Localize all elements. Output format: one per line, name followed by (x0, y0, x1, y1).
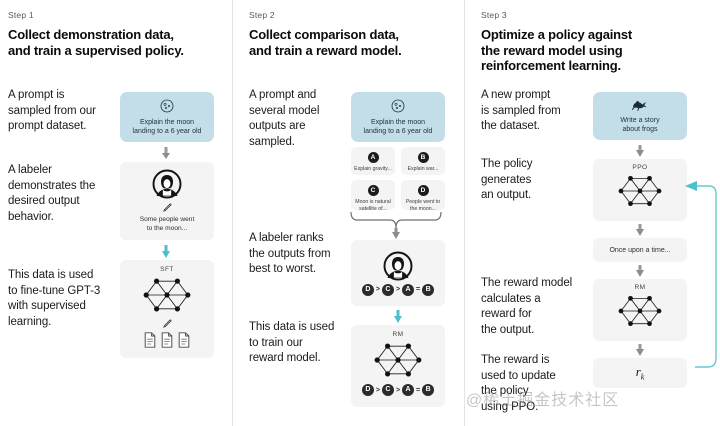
ppo-policy-card[interactable]: PPO (593, 159, 687, 221)
step-title-1: Collect demonstration data, and train a … (8, 27, 184, 58)
reward-model-card-3[interactable]: RM (593, 279, 687, 341)
step-label-3: Step 3 (481, 10, 507, 20)
neural-network-icon (616, 292, 664, 330)
prompt-card-3-text: Write a story about frogs (620, 117, 660, 133)
step-label-2: Step 2 (249, 10, 275, 20)
moon-icon (159, 98, 175, 114)
neural-network-icon (141, 274, 193, 316)
rm-model-card[interactable]: RM D > C > A = (351, 325, 445, 407)
output-text-b: Explain war... (407, 166, 439, 172)
document-icon (143, 332, 191, 348)
output-card-b[interactable]: B Explain war... (401, 147, 445, 175)
prompt-card-2[interactable]: Explain the moon landing to a 6 year old (351, 92, 445, 142)
arrow-down-teal-1 (161, 245, 171, 258)
labeler-rank-card[interactable]: D > C > A = B (351, 240, 445, 306)
rm-rank-op-3: = (416, 386, 421, 394)
rm-rank-badge-2: C (381, 384, 394, 396)
paragraph-3-1: A new prompt is sampled from the dataset… (481, 89, 561, 132)
neural-network-icon (372, 339, 424, 381)
step-title-3: Optimize a policy against the reward mod… (481, 27, 633, 73)
rm-rank-op-2: > (395, 386, 401, 394)
prompt-card-2-text: Explain the moon landing to a 6 year old (363, 119, 433, 135)
column-step-1: Step 1 Collect demonstration data, and t… (0, 0, 232, 426)
paragraph-1-1: A prompt is sampled from our prompt data… (8, 89, 96, 132)
paragraph-3-2: The policy generates an output. (481, 158, 533, 201)
output-text-a: Explain gravity... (354, 166, 392, 172)
step-label-1: Step 1 (8, 10, 34, 20)
paragraph-2-1: A prompt and several model outputs are s… (249, 89, 320, 148)
watermark: @稀土掘金技术社区 (466, 392, 620, 409)
rm-rank-badge-3: A (402, 384, 415, 396)
pencil-icon (162, 318, 173, 329)
arrow-down-gray-3b (635, 224, 645, 236)
paragraph-3-4: The reward is used to update the policy … (481, 354, 556, 413)
prompt-card-3[interactable]: Write a story about frogs (593, 92, 687, 140)
rank-badge-4: B (422, 283, 435, 296)
labeler-avatar-icon (383, 251, 413, 281)
output-card-c[interactable]: C Moon is natural satellite of... (351, 180, 395, 212)
arrow-down-gray-3c (635, 265, 645, 277)
output-text-d: People went to the moon... (405, 199, 441, 212)
neural-network-icon (616, 172, 664, 210)
rank-op-1: > (375, 286, 380, 293)
rank-badge-1: D (361, 283, 374, 296)
sft-label: SFT (160, 266, 174, 273)
ranking-row-rm: D > C > A = B (361, 384, 435, 396)
prompt-card-1-text: Explain the moon landing to a 6 year old (132, 119, 202, 135)
rank-op-2: > (395, 286, 401, 293)
rm-rank-badge-1: D (361, 384, 374, 396)
output-text-c: Moon is natural satellite of... (355, 199, 391, 212)
arrow-down-gray-3a (635, 145, 645, 157)
reward-symbol: r (635, 364, 641, 380)
rank-badge-2: C (381, 283, 394, 296)
output-badge-d: D (417, 185, 429, 196)
prompt-card-1[interactable]: Explain the moon landing to a 6 year old (120, 92, 214, 142)
arrow-down-teal-2 (393, 310, 403, 323)
reward-value-formula: rk (636, 364, 645, 382)
pencil-icon (162, 202, 173, 213)
reward-subscript: k (640, 372, 645, 382)
output-badge-b: B (417, 152, 429, 163)
rm-label: RM (392, 331, 404, 338)
rm-rank-op-1: > (375, 386, 380, 394)
column-step-3: Step 3 Optimize a policy against the rew… (464, 0, 720, 426)
rm-rank-badge-4: B (422, 384, 435, 396)
feedback-arrow-icon (677, 178, 720, 378)
output-card-a[interactable]: A Explain gravity... (351, 147, 395, 175)
column-step-2: Step 2 Collect comparison data, and trai… (232, 0, 464, 426)
output-badge-c: C (367, 185, 379, 196)
moon-icon (390, 98, 406, 114)
rank-op-3: = (416, 286, 421, 293)
paragraph-3-3: The reward model calculates a reward for… (481, 277, 573, 336)
step-title-2: Collect comparison data, and train a rew… (249, 27, 402, 58)
paragraph-2-3: This data is used to train our reward mo… (249, 321, 335, 364)
rank-badge-3: A (402, 283, 415, 296)
labeler-card-1[interactable]: Some people went to the moon... (120, 162, 214, 240)
ppo-label: PPO (632, 164, 648, 171)
reward-value-card[interactable]: rk (593, 358, 687, 388)
labeler-card-1-text: Some people went to the moon... (139, 216, 195, 232)
policy-output-card[interactable]: Once upon a time... (593, 238, 687, 262)
rm-label-3: RM (634, 284, 646, 291)
sft-model-card[interactable]: SFT (120, 260, 214, 358)
arrow-down-gray-3d (635, 344, 645, 356)
output-badge-a: A (367, 152, 379, 163)
paragraph-2-2: A labeler ranks the outputs from best to… (249, 232, 331, 275)
merge-brace-icon (349, 211, 447, 241)
paragraph-1-3: This data is used to fine-tune GPT-3 wit… (8, 269, 101, 328)
labeler-avatar-icon (152, 169, 182, 199)
ranking-row-labeler: D > C > A = B (361, 283, 435, 296)
arrow-down-gray-1 (161, 147, 171, 159)
output-card-d[interactable]: D People went to the moon... (401, 180, 445, 212)
policy-output-text: Once upon a time... (609, 246, 671, 254)
frog-icon (631, 98, 649, 111)
paragraph-1-2: A labeler demonstrates the desired outpu… (8, 164, 96, 223)
